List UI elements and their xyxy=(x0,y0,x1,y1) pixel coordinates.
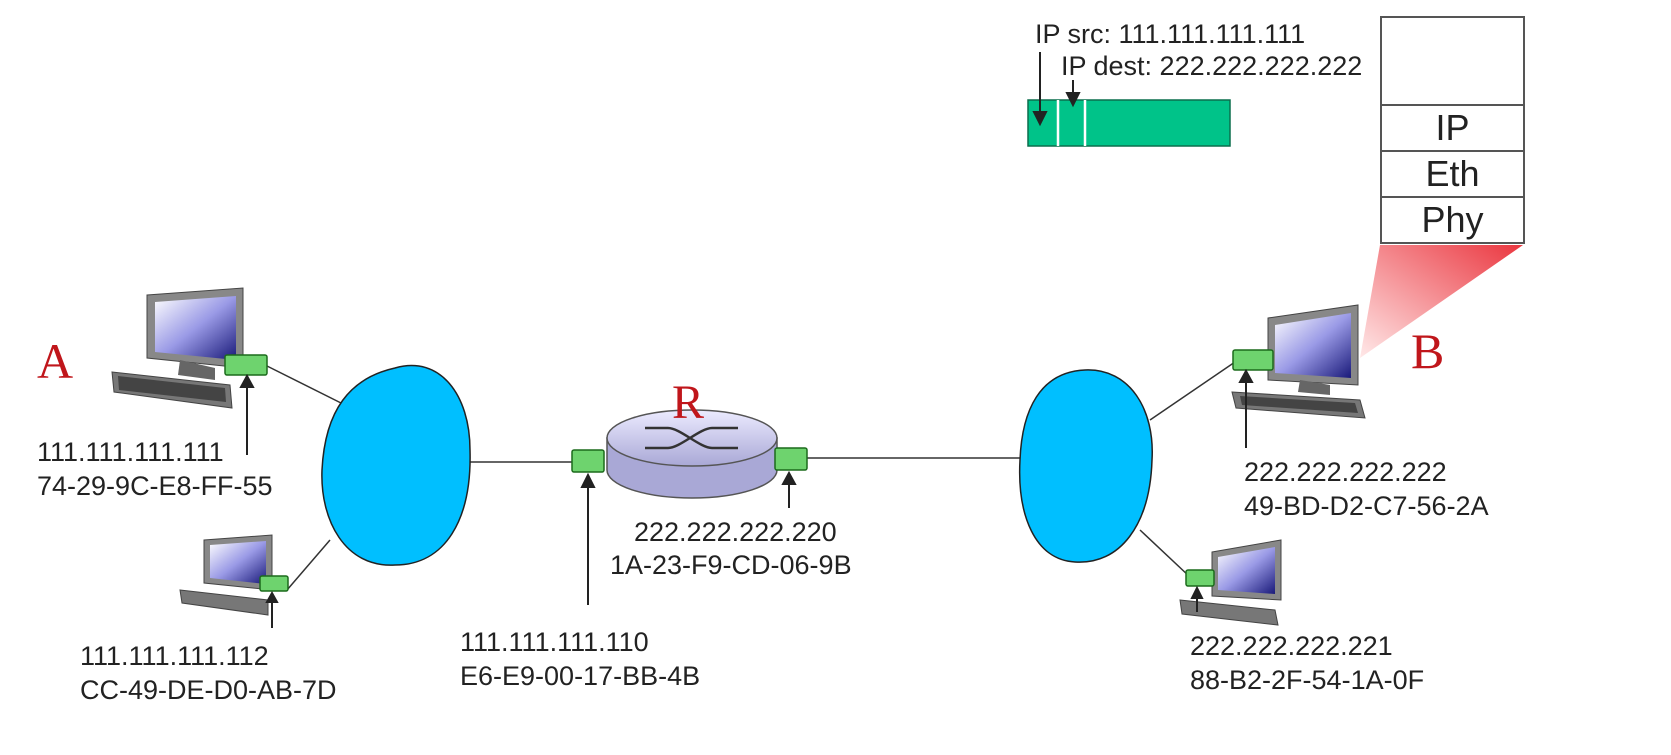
router-right-mac: 1A-23-F9-CD-06-9B xyxy=(610,550,852,580)
stack-layer-eth: Eth xyxy=(1382,150,1523,196)
nic-host-b2 xyxy=(1185,569,1215,587)
router-left-mac: E6-E9-00-17-BB-4B xyxy=(460,661,701,691)
subnet-cloud-left xyxy=(321,364,471,566)
datagram-src-label: IP src: 111.111.111.111 xyxy=(1035,19,1306,49)
label-arrows xyxy=(239,368,1254,628)
host-b-mac: 49-BD-D2-C7-56-2A xyxy=(1244,491,1489,521)
host-a2-mac: CC-49-DE-D0-AB-7D xyxy=(80,675,337,705)
host-b2-ip: 222.222.222.221 xyxy=(1190,631,1393,661)
nic-host-a2 xyxy=(259,575,289,592)
nic-host-b xyxy=(1232,349,1274,371)
datagram-arrows xyxy=(1032,52,1081,127)
zoom-wedge xyxy=(1360,245,1523,358)
router-label: R xyxy=(672,376,705,429)
host-b-label: B xyxy=(1411,323,1445,379)
datagram-packet xyxy=(1027,99,1231,147)
stack-layer-phy: Phy xyxy=(1382,196,1523,242)
nic-router-left xyxy=(571,449,605,473)
subnet-cloud-right xyxy=(1018,369,1153,563)
computer-icon-host-a2 xyxy=(179,534,273,616)
host-a-ip: 111.111.111.111 xyxy=(37,437,224,467)
computer-icon-host-b2 xyxy=(1179,539,1282,626)
router-icon xyxy=(606,409,778,499)
interface-cards xyxy=(224,349,1274,592)
datagram-dest-label: IP dest: 222.222.222.222 xyxy=(1061,51,1363,81)
computer-icon-host-a xyxy=(111,287,244,409)
nic-router-right xyxy=(774,447,808,471)
router-left-ip: 111.111.111.110 xyxy=(460,627,649,657)
host-a-mac: 74-29-9C-E8-FF-55 xyxy=(37,471,273,501)
host-a-label: A xyxy=(37,333,74,389)
nic-host-a xyxy=(224,354,268,376)
host-b2-mac: 88-B2-2F-54-1A-0F xyxy=(1190,665,1425,695)
links xyxy=(264,361,1236,591)
stack-layer-ip: IP xyxy=(1382,104,1523,150)
host-b-ip: 222.222.222.222 xyxy=(1244,457,1447,487)
host-a2-ip: 111.111.111.112 xyxy=(80,641,269,671)
protocol-stack: IP Eth Phy xyxy=(1380,16,1525,244)
stack-upper-layer xyxy=(1382,18,1523,104)
router-right-ip: 222.222.222.220 xyxy=(634,517,837,547)
